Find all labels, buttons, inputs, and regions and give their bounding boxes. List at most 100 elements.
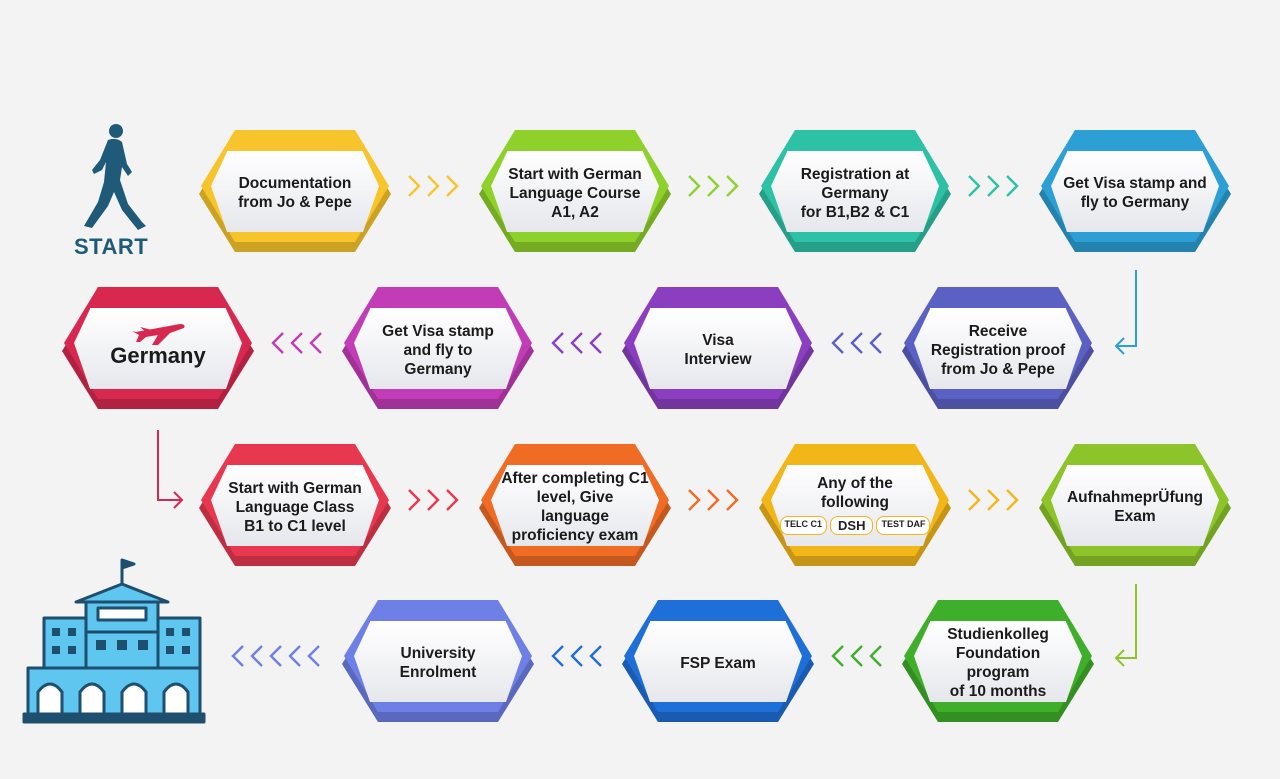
step-german-class-b1-c1: Start with German Language Class B1 to C…	[195, 442, 395, 572]
chevron-left-icon	[250, 645, 263, 667]
chevron-left-icon	[551, 332, 564, 354]
step-label: Start with German Language Course A1, A2	[508, 165, 642, 221]
chevron-left-icon	[228, 643, 323, 669]
chevron-right-icon	[1006, 489, 1019, 511]
step-any-of-following: Any of the following TELC C1 DSH TEST DA…	[755, 442, 955, 572]
connector-arrow-down-left	[1114, 270, 1137, 355]
chevron-left-icon	[570, 332, 583, 354]
chevron-left-icon	[548, 643, 605, 669]
chevron-right-icon	[408, 489, 421, 511]
step-germany: Germany	[58, 285, 258, 415]
badge-dsh: DSH	[830, 516, 874, 535]
badge-telc: TELC C1	[779, 516, 828, 535]
chevron-right-icon	[707, 175, 720, 197]
step-label: Documentation from Jo & Pepe	[238, 175, 352, 211]
exam-badges: TELC C1 DSH TEST DAF	[767, 516, 943, 535]
chevron-left-icon	[828, 330, 885, 356]
connector-arrow-down-left	[1114, 584, 1137, 667]
chevron-left-icon	[551, 645, 564, 667]
chevron-right-icon	[408, 175, 421, 197]
chevron-right-icon	[987, 175, 1000, 197]
chevron-left-icon	[309, 332, 322, 354]
chevron-right-icon	[726, 175, 739, 197]
step-proficiency-exam: After completing C1 level, Give language…	[475, 442, 675, 572]
connector-arrow-down-right	[157, 430, 184, 509]
step-label: Get Visa stamp and fly to Germany	[1063, 175, 1207, 211]
hexagon-shape	[199, 130, 391, 252]
hexagon-shape	[479, 444, 671, 566]
chevron-right-icon	[965, 487, 1022, 513]
chevron-right-icon	[405, 173, 462, 199]
chevron-left-icon	[288, 645, 301, 667]
step-label: Visa Interview	[684, 332, 752, 368]
chevron-right-icon	[446, 489, 459, 511]
step-visa-stamp-1: Get Visa stamp and fly to Germany	[1035, 128, 1235, 258]
chevron-left-icon	[548, 330, 605, 356]
chevron-right-icon	[965, 173, 1022, 199]
hexagon-shape	[622, 287, 814, 409]
hexagon-shape	[1039, 130, 1231, 252]
chevron-right-icon	[685, 173, 742, 199]
step-label: Studienkolleg Foundation program of 10 m…	[947, 626, 1049, 700]
step-label: Registration at Germany for B1,B2 & C1	[800, 165, 910, 221]
chevron-left-icon	[869, 645, 882, 667]
step-aufnahmepruefung: AufnahmeprÜfung Exam	[1035, 442, 1235, 572]
chevron-left-icon	[589, 645, 602, 667]
chevron-left-icon	[307, 645, 320, 667]
hexagon-shape	[342, 287, 534, 409]
step-documentation: Documentation from Jo & Pepe	[195, 128, 395, 258]
step-label: Germany	[110, 342, 206, 368]
step-visa-interview: Visa Interview	[618, 285, 818, 415]
step-university-enrolment: University Enrolment	[338, 598, 538, 728]
chevron-left-icon	[831, 645, 844, 667]
chevron-right-icon	[688, 489, 701, 511]
chevron-right-icon	[726, 489, 739, 511]
chevron-left-icon	[231, 645, 244, 667]
chevron-right-icon	[685, 487, 742, 513]
hexagon-shape	[199, 444, 391, 566]
step-german-course-a1-a2: Start with German Language Course A1, A2	[475, 128, 675, 258]
step-receive-registration: Receive Registration proof from Jo & Pep…	[898, 285, 1098, 415]
hexagon-shape	[342, 600, 534, 722]
chevron-right-icon	[968, 489, 981, 511]
airplane-icon	[132, 324, 185, 345]
chevron-left-icon	[589, 332, 602, 354]
chevron-left-icon	[828, 643, 885, 669]
chevron-right-icon	[968, 175, 981, 197]
hexagon-shape	[902, 600, 1094, 722]
hexagon-shape	[902, 287, 1094, 409]
step-label: FSP Exam	[680, 654, 756, 672]
step-fsp-exam: FSP Exam	[618, 598, 818, 728]
step-label: Get Visa stamp and fly to Germany	[382, 322, 494, 378]
chevron-right-icon	[427, 175, 440, 197]
walking-person-icon	[84, 124, 146, 230]
university-building-icon	[22, 558, 206, 724]
chevron-right-icon	[688, 175, 701, 197]
chevron-right-icon	[987, 489, 1000, 511]
chevron-right-icon	[427, 489, 440, 511]
hexagon-shape	[622, 600, 814, 722]
hexagon-shape	[479, 130, 671, 252]
chevron-left-icon	[831, 332, 844, 354]
step-label: After completing C1 level, Give language…	[501, 470, 649, 544]
badge-testdaf: TEST DAF	[876, 516, 931, 535]
hexagon-shape	[1039, 444, 1231, 566]
step-label: University Enrolment	[399, 645, 477, 681]
hexagon-shape	[62, 287, 254, 409]
step-visa-stamp-2: Get Visa stamp and fly to Germany	[338, 285, 538, 415]
start-label: START	[74, 234, 149, 259]
step-registration: Registration at Germany for B1,B2 & C1	[755, 128, 955, 258]
chevron-left-icon	[850, 645, 863, 667]
step-label: Any of the following	[817, 475, 893, 511]
chevron-left-icon	[869, 332, 882, 354]
chevron-right-icon	[405, 487, 462, 513]
chevron-left-icon	[290, 332, 303, 354]
chevron-left-icon	[850, 332, 863, 354]
chevron-right-icon	[1006, 175, 1019, 197]
step-label: Receive Registration proof from Jo & Pep…	[930, 322, 1066, 378]
step-label: Start with German Language Class B1 to C…	[228, 479, 362, 535]
chevron-right-icon	[707, 489, 720, 511]
chevron-left-icon	[268, 330, 325, 356]
chevron-left-icon	[269, 645, 282, 667]
